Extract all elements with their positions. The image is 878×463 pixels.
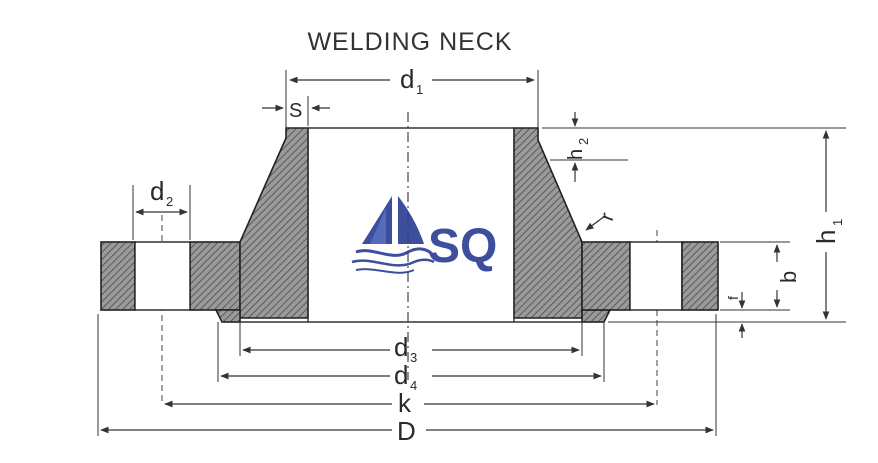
D-label: D <box>397 416 416 446</box>
d3-sub: 3 <box>410 350 417 365</box>
hub-left <box>239 127 309 319</box>
flange-right-inner <box>581 241 631 311</box>
d1-label: d <box>400 64 414 94</box>
d1-sub: 1 <box>416 82 423 97</box>
h1-label: h <box>811 230 841 244</box>
d4-sub: 4 <box>410 378 417 393</box>
h2-label: h <box>565 149 587 160</box>
logo-text: SQ <box>428 220 497 273</box>
b-label: b <box>776 271 801 283</box>
sailboat-icon <box>351 196 435 274</box>
f-label: f <box>725 296 741 300</box>
k-label: k <box>398 388 412 418</box>
raised-face-left <box>214 309 241 323</box>
flange-left-outer <box>100 241 136 311</box>
r-label: r <box>596 210 619 224</box>
flange-right-outer <box>681 241 719 311</box>
diagram-title: WELDING NECK <box>307 28 512 56</box>
raised-face-right <box>581 309 612 323</box>
d4-label: d <box>394 360 408 390</box>
bolt-hole-right <box>629 241 683 311</box>
s-label: S <box>289 100 302 122</box>
h2-sub: 2 <box>576 138 591 145</box>
flange-left-inner <box>189 241 241 311</box>
sq-logo: SQ <box>351 196 497 274</box>
d2-sub: 2 <box>166 194 173 209</box>
r-leader <box>585 215 606 231</box>
h1-sub: 1 <box>830 219 845 226</box>
d3-label: d <box>394 332 408 362</box>
d2-label: d <box>150 176 164 206</box>
bolt-hole-left <box>134 241 191 311</box>
